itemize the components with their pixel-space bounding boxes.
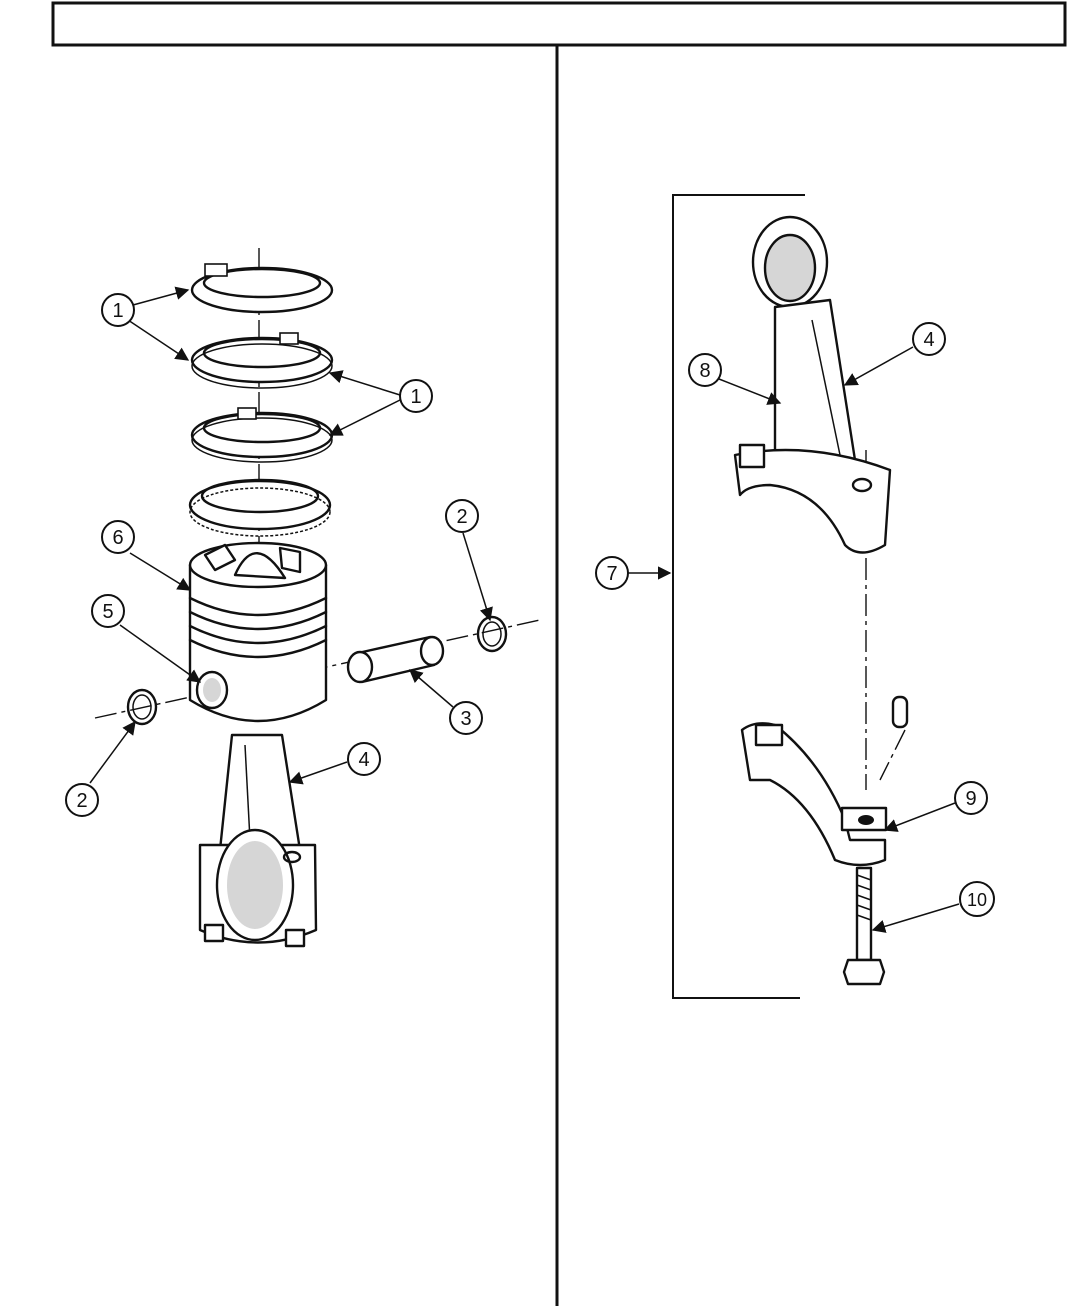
svg-text:10: 10 bbox=[967, 890, 987, 910]
svg-text:4: 4 bbox=[358, 749, 369, 771]
connecting-rod-assembled bbox=[200, 735, 316, 946]
callout-2b: 2 bbox=[66, 722, 135, 816]
svg-text:2: 2 bbox=[76, 790, 87, 812]
piston-ring-top bbox=[192, 264, 332, 312]
left-figure-piston-assembly: 1 1 2 2 3 4 5 bbox=[66, 248, 540, 946]
piston-ring-third bbox=[192, 408, 332, 462]
snap-ring-right bbox=[478, 617, 506, 651]
piston-pin bbox=[348, 637, 443, 682]
rod-bolt bbox=[844, 868, 884, 984]
connecting-rod bbox=[735, 217, 890, 553]
callout-6: 6 bbox=[102, 521, 190, 590]
cap-dowel bbox=[893, 697, 907, 727]
callout-5: 5 bbox=[92, 595, 200, 682]
svg-text:8: 8 bbox=[699, 360, 710, 382]
svg-text:6: 6 bbox=[112, 527, 123, 549]
callout-1b: 1 bbox=[330, 373, 432, 435]
callout-10: 10 bbox=[873, 882, 994, 930]
callout-3: 3 bbox=[410, 670, 482, 734]
svg-text:1: 1 bbox=[112, 300, 123, 322]
svg-text:2: 2 bbox=[456, 506, 467, 528]
piston bbox=[190, 543, 326, 721]
header-box bbox=[53, 3, 1065, 45]
callout-4r: 4 bbox=[845, 323, 945, 385]
svg-text:5: 5 bbox=[102, 601, 113, 623]
piston-ring-oil bbox=[190, 480, 330, 536]
callout-2a: 2 bbox=[446, 500, 490, 620]
rod-cap bbox=[742, 723, 886, 865]
right-figure-connecting-rod: 4 7 8 9 10 bbox=[596, 195, 994, 998]
callout-4: 4 bbox=[290, 743, 380, 782]
svg-text:3: 3 bbox=[460, 708, 471, 730]
callout-8: 8 bbox=[689, 354, 780, 403]
callout-9: 9 bbox=[885, 782, 987, 830]
callout-1a: 1 bbox=[102, 290, 188, 360]
piston-ring-second bbox=[192, 333, 332, 388]
svg-text:4: 4 bbox=[923, 329, 934, 351]
svg-text:9: 9 bbox=[965, 788, 976, 810]
svg-text:1: 1 bbox=[410, 386, 421, 408]
callout-7: 7 bbox=[596, 557, 670, 589]
svg-text:7: 7 bbox=[606, 563, 617, 585]
